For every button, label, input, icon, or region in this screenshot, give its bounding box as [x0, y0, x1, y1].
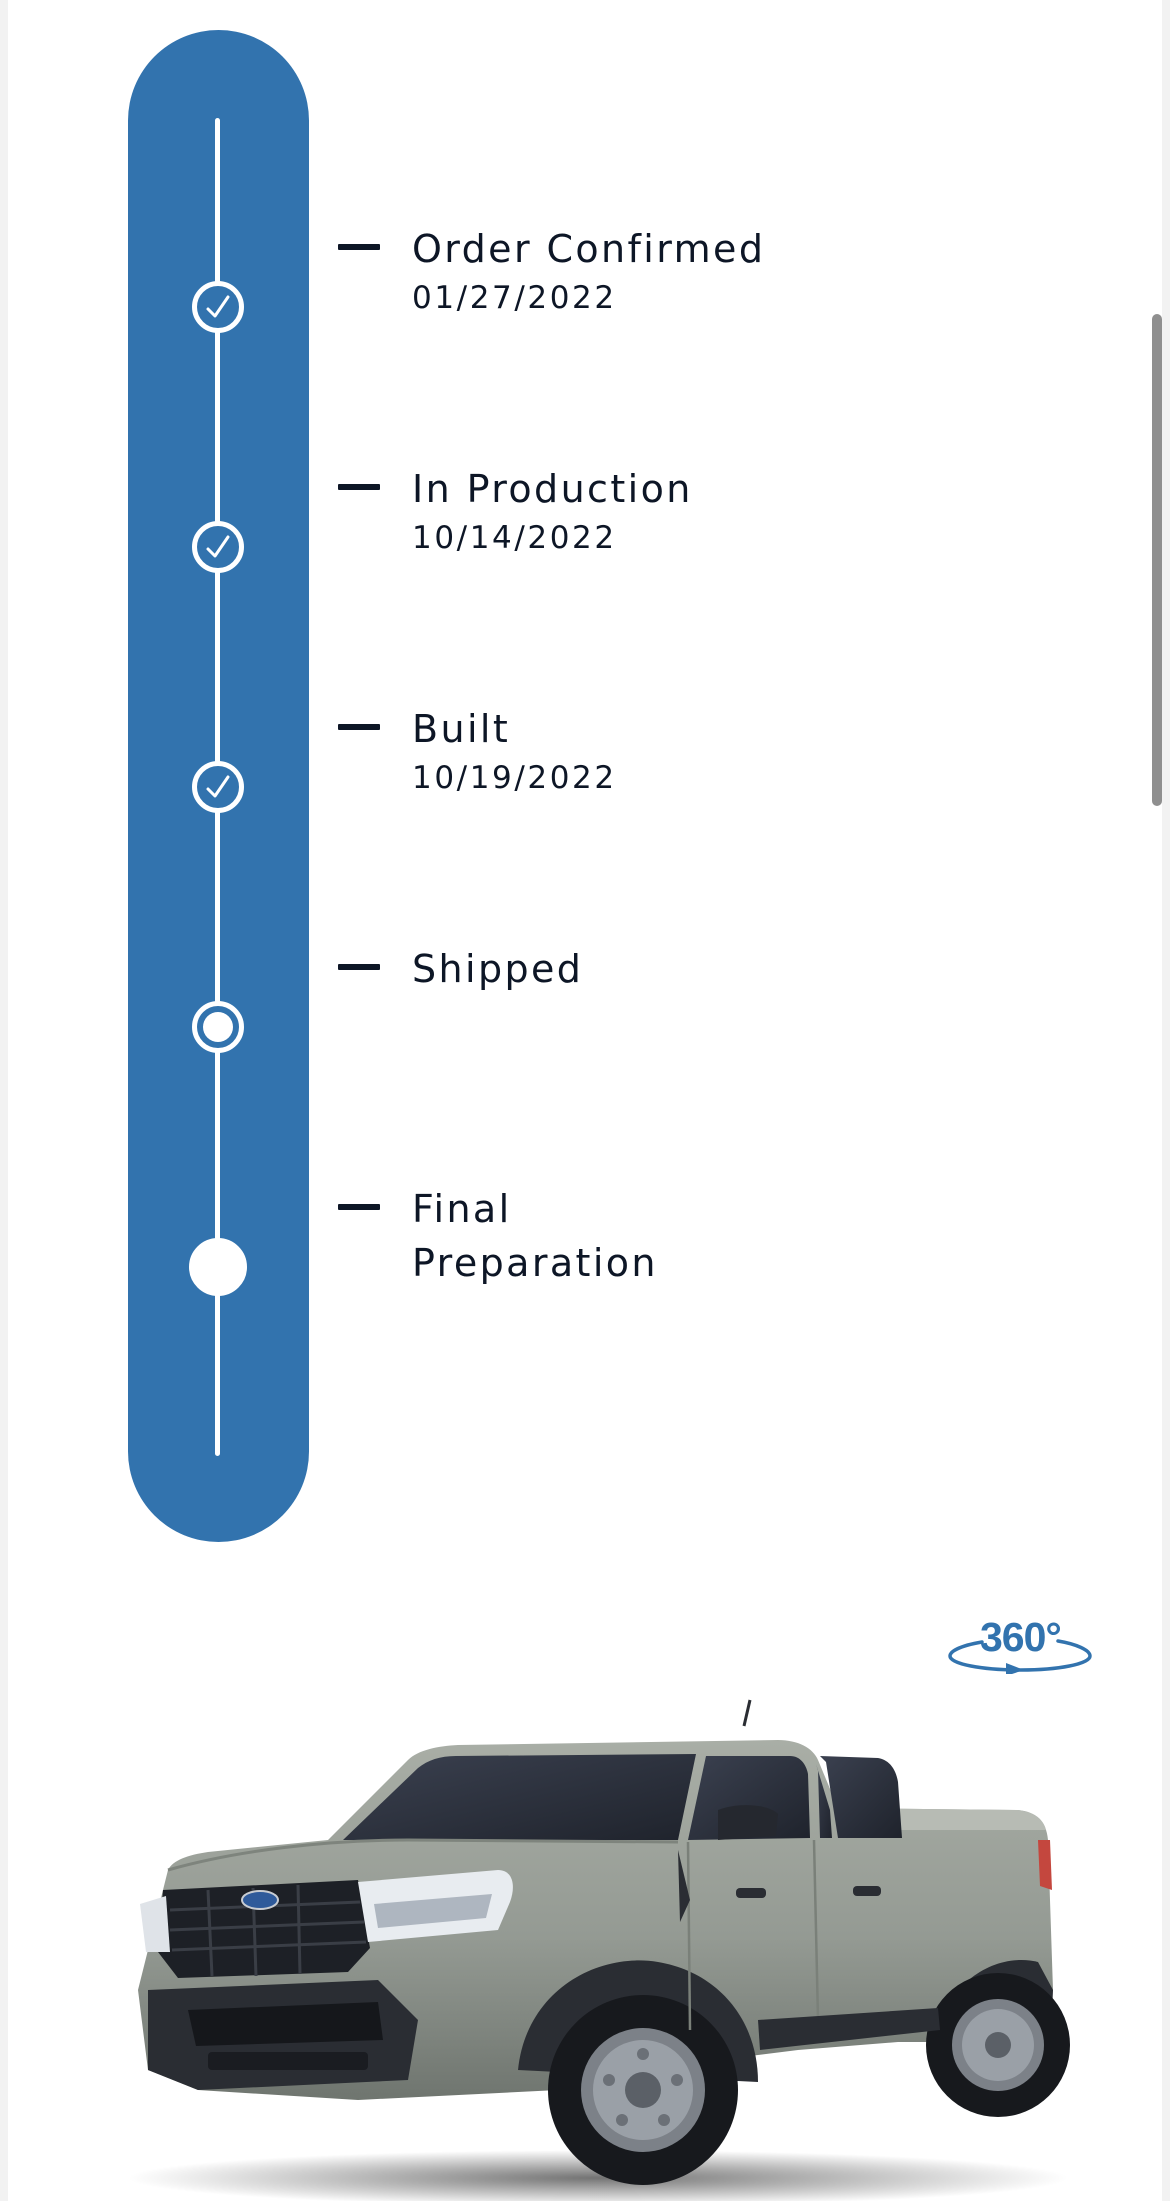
- step-title: Shipped: [412, 947, 584, 991]
- rotate-360-icon: [948, 1639, 1092, 1674]
- scrollbar[interactable]: [1152, 314, 1162, 806]
- upcoming-step-icon: [189, 1238, 247, 1296]
- step-dash: [338, 244, 380, 250]
- step-date: 10/19/2022: [412, 760, 617, 796]
- step-dash: [338, 724, 380, 730]
- step-title: Order Confirmed: [412, 227, 766, 271]
- order-tracker-page: Order Confirmed 01/27/2022 In Production…: [8, 0, 1162, 2201]
- step-complete-icon: [192, 761, 244, 813]
- step-dash: [338, 964, 380, 970]
- step-title: Built: [412, 707, 511, 751]
- step-dash: [338, 484, 380, 490]
- step-title-line-2: Preparation: [412, 1241, 658, 1285]
- step-title-line-1: Final: [412, 1187, 512, 1231]
- rotate-360-button[interactable]: 360°: [946, 1612, 1096, 1674]
- check-icon: [206, 535, 230, 558]
- check-icon: [206, 295, 230, 318]
- step-dash: [338, 1204, 380, 1210]
- step-complete-icon: [192, 281, 244, 333]
- rotate-360-label: 360°: [980, 1614, 1062, 1660]
- step-title: In Production: [412, 467, 693, 511]
- pickup-truck-image: [128, 1699, 1070, 2201]
- progress-track: [128, 30, 309, 1542]
- check-icon: [206, 775, 230, 798]
- step-date: 01/27/2022: [412, 280, 617, 316]
- step-date: 10/14/2022: [412, 520, 617, 556]
- step-complete-icon: [192, 521, 244, 573]
- current-step-icon: [192, 1001, 244, 1053]
